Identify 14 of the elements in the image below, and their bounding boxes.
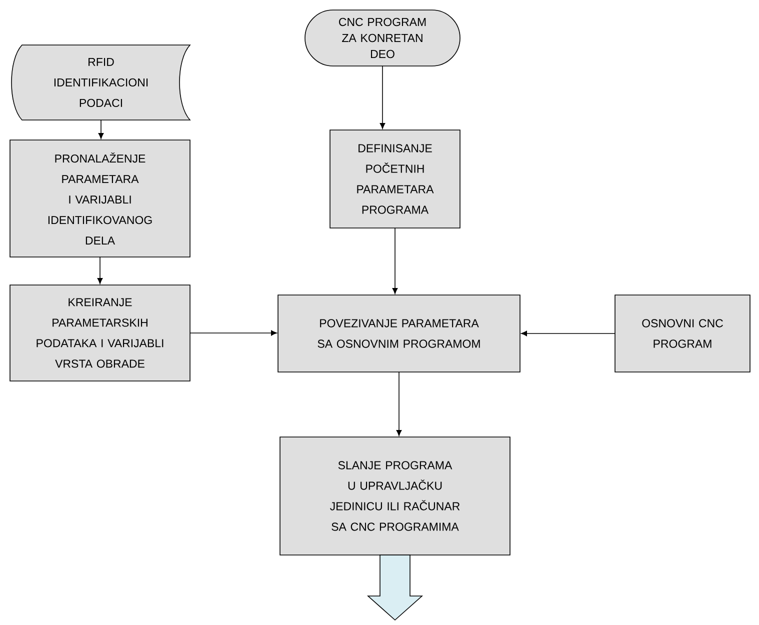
block-arrow [366,554,424,621]
process-box: OSNOVNI CNC PROGRAM [614,294,750,372]
arrow [521,330,616,336]
process-box: KREIRANJE PARAMETARSKIH PODATAKA I VARIJABLI VRSTA OBRADE [10,284,190,382]
process-box: SLANJE PROGRAMA U UPRAVLJAČKU JEDINICU ILI RAČUNAR SA CNC PROGRAMIMA [280,436,510,556]
process-box: PRONALAŽENJE PARAMETARA I VARIJABLI IDENTIFIKOVANOG DELA [10,140,190,258]
arrow [380,66,386,129]
process-box: POVEZIVANJE PARAMETARA SA OSNOVNIM PROGRAMOM [278,294,520,372]
arrow [190,330,277,336]
arrow [392,228,398,294]
arrow [98,120,104,139]
arrow [97,256,103,284]
arrow [396,372,402,436]
process-box: DEFINISANJE POČETNIH PARAMETARA PROGRAMA [330,130,460,228]
